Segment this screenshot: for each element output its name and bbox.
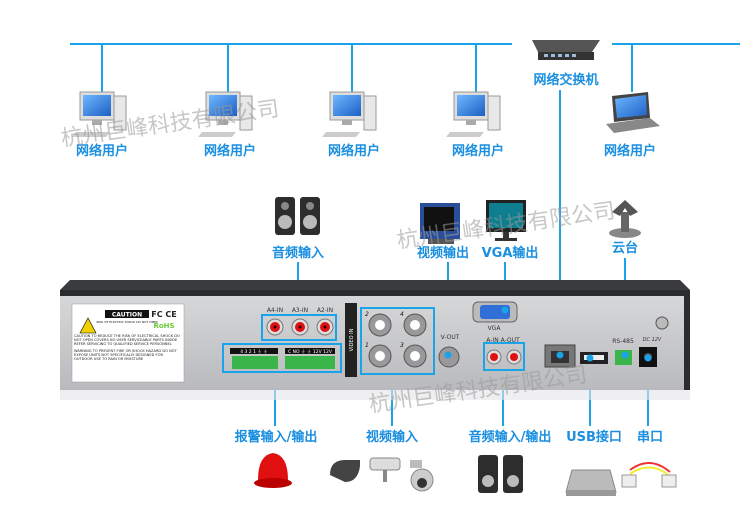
- network-switch-icon: [532, 40, 600, 60]
- warning-triangle-icon: [79, 317, 97, 334]
- audio-input-label: 音频输入: [272, 245, 324, 261]
- network-user-label: 网络用户: [328, 143, 380, 159]
- rca-audio-input-jacks: [266, 318, 334, 336]
- usb-label: USB接口: [566, 429, 622, 445]
- usb-drive-icon: [565, 469, 617, 496]
- bnc-number: 3: [400, 342, 404, 349]
- video-in-label: VIDEO IN: [349, 328, 355, 351]
- rs485-label: RS-485: [612, 338, 634, 345]
- desktop-computer-icon: [198, 91, 253, 137]
- vga-output-label: VGA输出: [482, 245, 539, 261]
- ptz-label: 云台: [612, 240, 638, 256]
- bnc-number: 2: [365, 311, 369, 318]
- a2-in-label: A2-IN: [317, 307, 333, 314]
- bullet-camera-icon: [369, 457, 401, 482]
- alarm-terminal-labels: 4 3 2 1 ⏚ ⏚: [240, 348, 268, 355]
- desktop-computer-icon: [446, 91, 501, 137]
- fc-ce-mark: FC CE: [151, 310, 176, 319]
- bnc-video-input-jacks: [368, 313, 427, 368]
- speed-dome-camera-icon: [410, 460, 434, 492]
- alarm-siren-icon: [254, 453, 292, 488]
- serial-cable-icon: [621, 462, 677, 488]
- network-user-label: 网络用户: [76, 143, 128, 159]
- a3-in-label: A3-IN: [292, 307, 308, 314]
- audio-io-label: A-IN A-OUT: [486, 337, 520, 344]
- connection-dots: [444, 306, 652, 362]
- relay-terminal-labels: C NO ⏚ ⏚ 12V 12V: [288, 348, 333, 355]
- speaker-icon: [275, 197, 320, 235]
- alarm-terminal-block: [232, 356, 278, 369]
- network-user-label: 网络用户: [204, 143, 256, 159]
- caution-title: CAUTION: [112, 312, 142, 319]
- vga-label: VGA: [488, 325, 502, 332]
- caution-text: CAUTION TO REDUCE THE RISK OF ELECTRICAL…: [74, 334, 180, 347]
- bnc-number: 4: [400, 311, 404, 318]
- network-users: [72, 91, 501, 137]
- dvr-rear-panel: CAUTION RISK OF ELECTRIC SHOCK DO NOT OP…: [60, 280, 690, 400]
- caution-subtitle: RISK OF ELECTRIC SHOCK DO NOT OPEN: [96, 320, 157, 324]
- desktop-computer-icon: [72, 91, 127, 137]
- relay-terminal-block: [285, 356, 335, 369]
- bnc-number: 1: [365, 342, 369, 349]
- desktop-computer-icon: [322, 91, 377, 137]
- alarm-io-label: 报警输入/输出: [235, 429, 318, 445]
- ptz-camera-icon: [609, 200, 641, 238]
- video-output-label: 视频输出: [417, 245, 469, 261]
- speaker-icon: [478, 455, 523, 493]
- serial-label: 串口: [637, 429, 663, 445]
- switch-label: 网络交换机: [533, 72, 598, 88]
- crt-monitor-icon: [420, 203, 460, 244]
- dome-camera-icon: [330, 460, 360, 482]
- ground-screw-icon: [655, 316, 669, 330]
- video-input-label: 视频输入: [366, 429, 418, 445]
- dc-label: DC 12V: [643, 337, 662, 343]
- network-user-label: 网络用户: [452, 143, 504, 159]
- rohs-mark: RoHS: [153, 322, 174, 330]
- laptop-icon: [606, 92, 660, 133]
- network-user-label: 网络用户: [604, 143, 656, 159]
- v-out-label: V-OUT: [441, 334, 460, 341]
- a4-in-label: A4-IN: [267, 307, 283, 314]
- lcd-monitor-icon: [486, 200, 526, 241]
- warning-text: WARNING TO PREVENT FIRE OR SHOCK HAZARD …: [74, 348, 177, 362]
- audio-io-bottom-label: 音频输入/输出: [469, 429, 552, 445]
